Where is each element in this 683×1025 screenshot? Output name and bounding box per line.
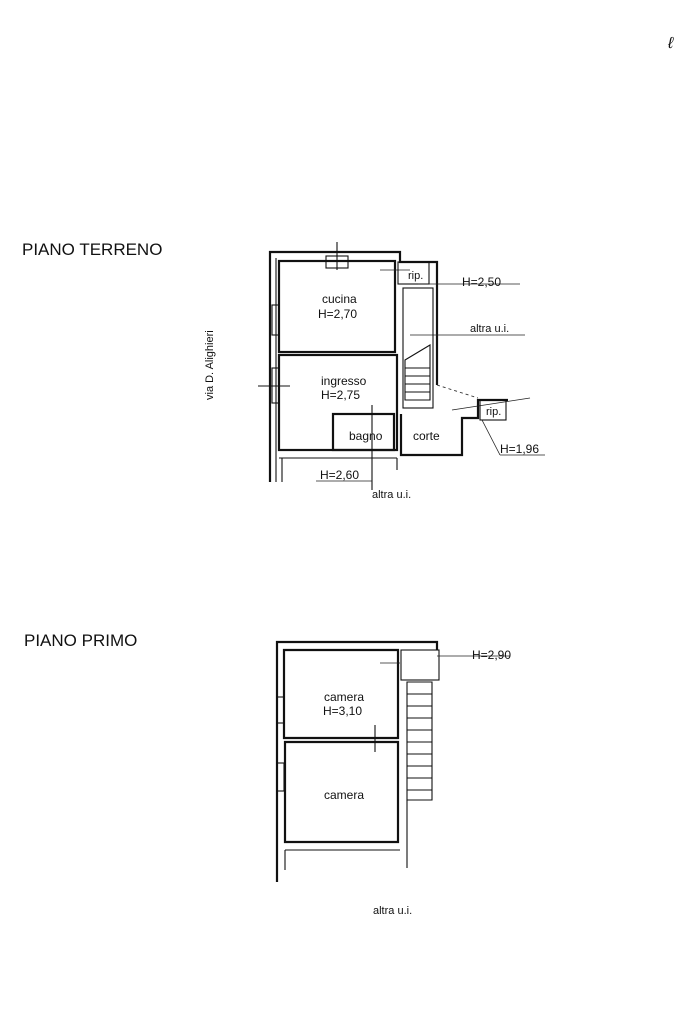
- courtyard-edge-line: [451, 397, 531, 411]
- first-other-unit-label: altra u.i.: [373, 905, 412, 917]
- ground-floor: PIANO TERRENO via D. Alighieri cucina H=…: [22, 240, 545, 501]
- bedroom-top-label: camera: [324, 690, 364, 704]
- kitchen-label: cucina: [322, 292, 357, 306]
- other-unit-bottom-label: altra u.i.: [372, 489, 411, 501]
- bedroom-bottom-window: [276, 762, 285, 792]
- courtyard-projection-line: [436, 384, 479, 399]
- storage-right-room: [479, 399, 507, 421]
- bathroom-room: [331, 412, 396, 452]
- other-unit-right-label: altra u.i.: [470, 323, 509, 335]
- ground-stair-well: [402, 287, 434, 409]
- ground-floor-outer-wall: [268, 250, 439, 482]
- bathroom-label: bagno: [349, 429, 383, 443]
- street-label: via D. Alighieri: [204, 330, 216, 400]
- storage-top-label: rip.: [408, 270, 423, 282]
- stair-height-ground: H=2,50: [462, 275, 501, 289]
- bottom-height: H=2,60: [320, 468, 359, 482]
- first-floor-outer-wall: [275, 640, 439, 882]
- entrance-label: ingresso: [321, 374, 367, 388]
- bedroom-top-height: H=3,10: [323, 704, 362, 718]
- courtyard-label: corte: [413, 429, 440, 443]
- first-landing: [400, 649, 440, 681]
- first-stair: [406, 681, 433, 801]
- kitchen-side-window: [271, 304, 280, 336]
- first-floor-title: PIANO PRIMO: [24, 631, 137, 650]
- storage-top-room: [397, 261, 430, 285]
- kitchen-height: H=2,70: [318, 307, 357, 321]
- first-stair-height: H=2,90: [472, 648, 511, 662]
- ground-stair: [404, 344, 431, 401]
- bedroom-bottom-label: camera: [324, 788, 364, 802]
- bedroom-bottom-room: [283, 740, 400, 844]
- ground-floor-title: PIANO TERRENO: [22, 240, 162, 259]
- corner-mark: ℓ: [667, 35, 674, 52]
- entrance-height: H=2,75: [321, 388, 360, 402]
- first-floor: PIANO PRIMO camera H=3,10 H=2,90 camera …: [24, 631, 511, 917]
- storage-height-leader: [481, 419, 501, 456]
- courtyard-room: [399, 398, 508, 457]
- storage-right-label: rip.: [486, 406, 501, 418]
- storage-right-height: H=1,96: [500, 442, 539, 456]
- bedroom-top-window: [276, 696, 285, 724]
